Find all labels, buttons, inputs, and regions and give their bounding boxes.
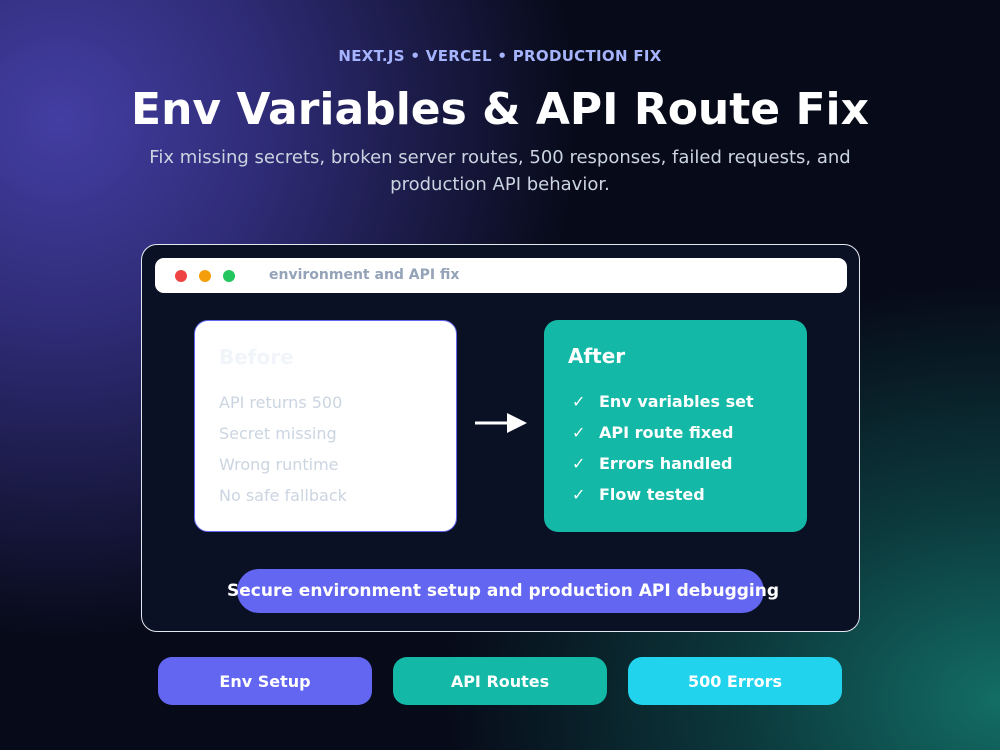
close-dot-icon[interactable] xyxy=(175,270,187,282)
list-item: ✓ API route fixed xyxy=(568,423,783,454)
list-item: ✓ Errors handled xyxy=(568,454,783,485)
list-item: API returns 500 xyxy=(219,393,343,412)
tag-api-routes[interactable]: API Routes xyxy=(393,657,607,705)
kicker: NEXT.JS • VERCEL • PRODUCTION FIX xyxy=(338,47,662,65)
window-title: environment and API fix xyxy=(269,267,460,283)
window-titlebar: environment and API fix xyxy=(155,258,847,293)
list-item: Wrong runtime xyxy=(219,455,339,474)
list-item: No safe fallback xyxy=(219,486,347,505)
list-item-label: Errors handled xyxy=(599,454,733,473)
check-icon: ✓ xyxy=(572,454,586,473)
summary-banner-label: Secure environment setup and production … xyxy=(227,581,780,601)
tag-env-setup[interactable]: Env Setup xyxy=(158,657,372,705)
page-subtitle: Fix missing secrets, broken server route… xyxy=(149,147,851,195)
after-heading: After xyxy=(568,344,626,368)
arrow-right-icon xyxy=(475,413,527,433)
page-title: Env Variables & API Route Fix xyxy=(131,84,869,135)
list-item: ✓ Env variables set xyxy=(568,392,783,423)
list-item-label: Env variables set xyxy=(599,392,754,411)
before-list: API returns 500 Secret missing Wrong run… xyxy=(219,393,432,517)
tag-500-errors[interactable]: 500 Errors xyxy=(628,657,842,705)
check-icon: ✓ xyxy=(572,423,586,442)
after-list: ✓ Env variables set ✓ API route fixed ✓ … xyxy=(568,392,783,516)
list-item-label: API route fixed xyxy=(599,423,734,442)
before-card: Before API returns 500 Secret missing Wr… xyxy=(194,320,457,532)
list-item: ✓ Flow tested xyxy=(568,485,783,516)
check-icon: ✓ xyxy=(572,392,586,411)
summary-banner xyxy=(237,569,764,613)
list-item-label: Flow tested xyxy=(599,485,705,504)
list-item: Secret missing xyxy=(219,424,337,443)
after-card: After ✓ Env variables set ✓ API route fi… xyxy=(544,320,807,532)
minimize-dot-icon[interactable] xyxy=(199,270,211,282)
check-icon: ✓ xyxy=(572,485,586,504)
maximize-dot-icon[interactable] xyxy=(223,270,235,282)
before-heading: Before xyxy=(219,345,294,369)
app-window: environment and API fix Before API retur… xyxy=(141,244,860,632)
